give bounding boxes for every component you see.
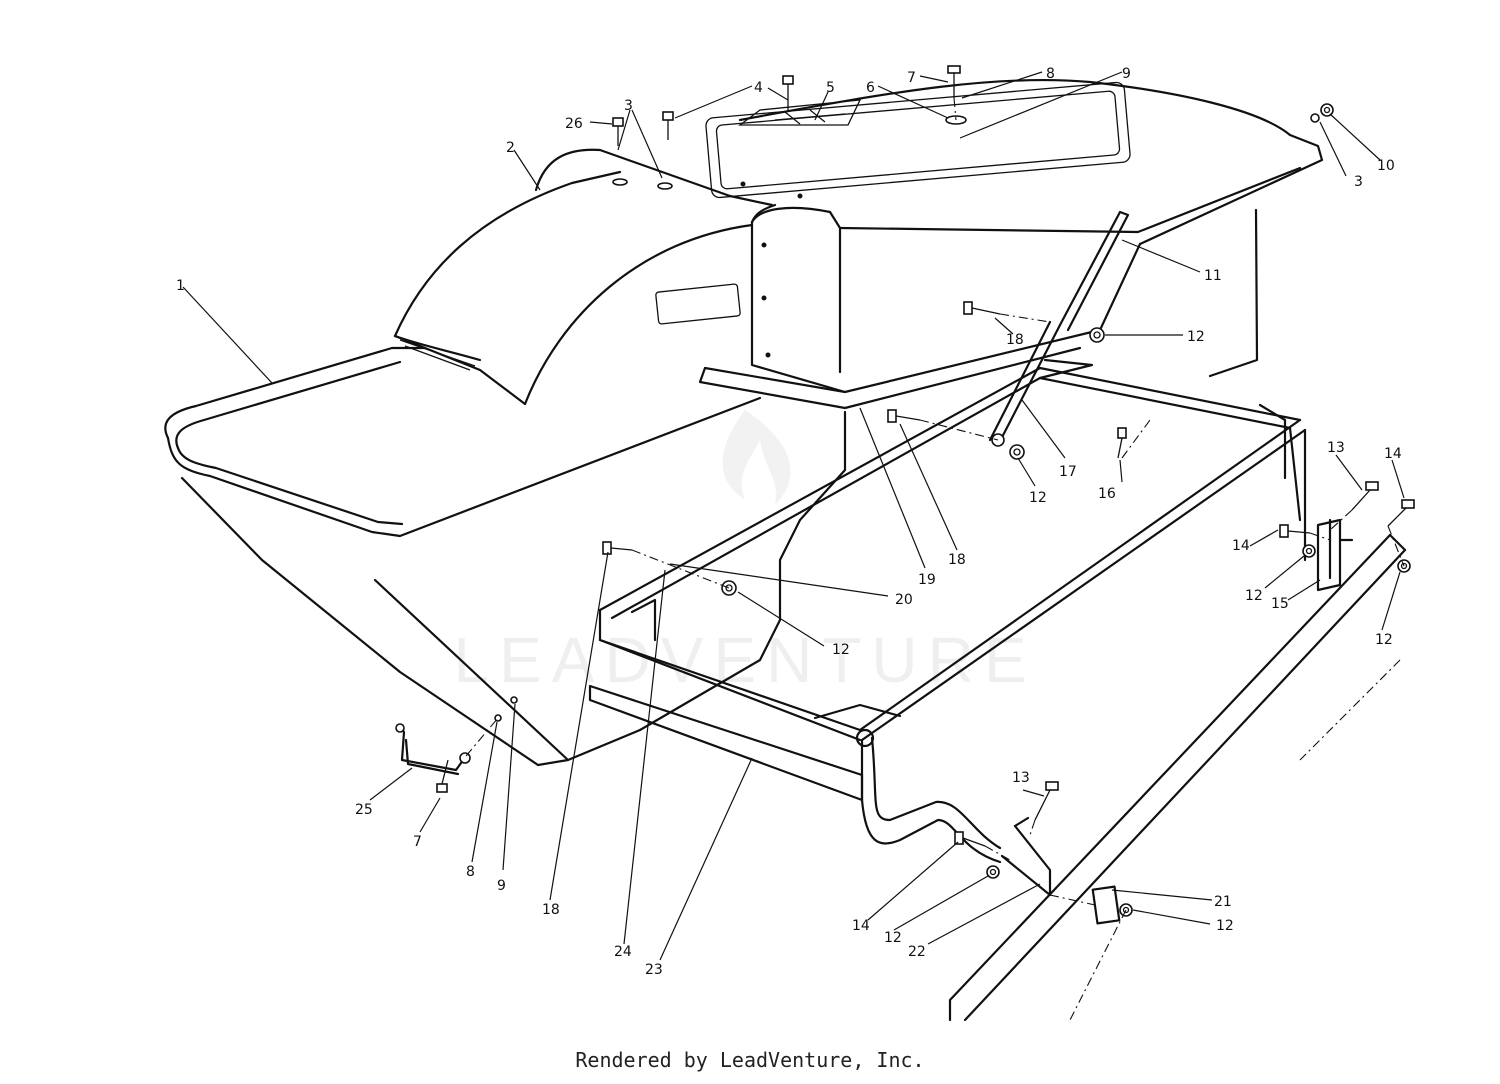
bolt-icon bbox=[1387, 499, 1415, 527]
callout-14: 14 bbox=[852, 918, 870, 934]
callout-4: 4 bbox=[754, 80, 763, 96]
callout-18: 18 bbox=[948, 552, 966, 568]
callout-3: 3 bbox=[624, 98, 633, 114]
callout-3: 3 bbox=[1354, 174, 1363, 190]
leader-lines bbox=[182, 71, 1405, 961]
callout-15: 15 bbox=[1271, 596, 1289, 612]
callout-12: 12 bbox=[884, 930, 902, 946]
handle bbox=[395, 723, 471, 776]
callout-20: 20 bbox=[895, 592, 913, 608]
bolt-icon bbox=[1351, 481, 1379, 511]
washer-icon bbox=[494, 714, 502, 722]
bolt-icon bbox=[602, 541, 633, 555]
callouts: 1 2 3 3 4 5 6 7 7 8 8 9 9 10 11 12 12 12… bbox=[176, 66, 1402, 978]
callout-18: 18 bbox=[1006, 332, 1024, 348]
alignment-lines bbox=[465, 97, 1405, 1021]
watermark: LEADVENTURE bbox=[454, 410, 1037, 696]
callout-2: 2 bbox=[506, 140, 515, 156]
callout-18: 18 bbox=[542, 902, 560, 918]
bolt-icon bbox=[1034, 781, 1059, 821]
callout-8: 8 bbox=[466, 864, 475, 880]
callout-12: 12 bbox=[1216, 918, 1234, 934]
callout-12: 12 bbox=[832, 642, 850, 658]
callout-21: 21 bbox=[1214, 894, 1232, 910]
callout-9: 9 bbox=[497, 878, 506, 894]
bolt-icon bbox=[1279, 524, 1311, 538]
callout-25: 25 bbox=[355, 802, 373, 818]
front-bar bbox=[948, 533, 1407, 1022]
callout-5: 5 bbox=[826, 80, 835, 96]
bolt-icon bbox=[954, 831, 986, 847]
bolt-icon bbox=[1117, 427, 1127, 459]
callout-26: 26 bbox=[565, 116, 583, 132]
callout-7: 7 bbox=[413, 834, 422, 850]
nut-icon bbox=[986, 865, 1000, 879]
washer-icon bbox=[1310, 113, 1320, 123]
hardware bbox=[436, 65, 1415, 917]
callout-7: 7 bbox=[907, 70, 916, 86]
bolt-icon bbox=[612, 117, 624, 146]
callout-6: 6 bbox=[866, 80, 875, 96]
bolt-icon bbox=[782, 75, 794, 112]
nut-icon bbox=[1302, 544, 1316, 558]
nut-icon bbox=[721, 580, 737, 596]
callout-16: 16 bbox=[1098, 486, 1116, 502]
callout-1: 1 bbox=[176, 278, 185, 294]
nut-icon bbox=[1009, 444, 1025, 460]
washer-icon bbox=[612, 178, 628, 186]
callout-14: 14 bbox=[1232, 538, 1250, 554]
footer-credit: Rendered by LeadVenture, Inc. bbox=[575, 1048, 925, 1072]
nut-icon bbox=[1320, 103, 1334, 117]
callout-13: 13 bbox=[1012, 770, 1030, 786]
bolt-icon bbox=[436, 759, 449, 793]
brackets bbox=[1000, 518, 1354, 897]
callout-12: 12 bbox=[1375, 632, 1393, 648]
callout-9: 9 bbox=[1122, 66, 1131, 82]
callout-10: 10 bbox=[1377, 158, 1395, 174]
support-rods bbox=[988, 210, 1130, 447]
bolt-icon bbox=[887, 409, 921, 423]
callout-12: 12 bbox=[1187, 329, 1205, 345]
bolt-icon bbox=[662, 111, 674, 140]
callout-17: 17 bbox=[1059, 464, 1077, 480]
callout-12: 12 bbox=[1029, 490, 1047, 506]
washer-icon bbox=[657, 182, 673, 190]
grass-bag bbox=[164, 208, 1259, 767]
callout-24: 24 bbox=[614, 944, 632, 960]
callout-12: 12 bbox=[1245, 588, 1263, 604]
callout-13: 13 bbox=[1327, 440, 1345, 456]
washer-icon bbox=[510, 696, 518, 704]
callout-11: 11 bbox=[1204, 268, 1222, 284]
callout-22: 22 bbox=[908, 944, 926, 960]
nut-icon bbox=[1089, 327, 1105, 343]
frame bbox=[588, 358, 1307, 864]
callout-23: 23 bbox=[645, 962, 663, 978]
bolt-icon bbox=[947, 65, 961, 98]
chute bbox=[393, 148, 774, 406]
callout-8: 8 bbox=[1046, 66, 1055, 82]
callout-19: 19 bbox=[918, 572, 936, 588]
callout-14: 14 bbox=[1384, 446, 1402, 462]
top-cover bbox=[698, 78, 1324, 410]
watermark-text: LEADVENTURE bbox=[454, 624, 1037, 696]
bolt-icon bbox=[963, 301, 1001, 315]
flame-watermark-icon bbox=[722, 410, 791, 505]
